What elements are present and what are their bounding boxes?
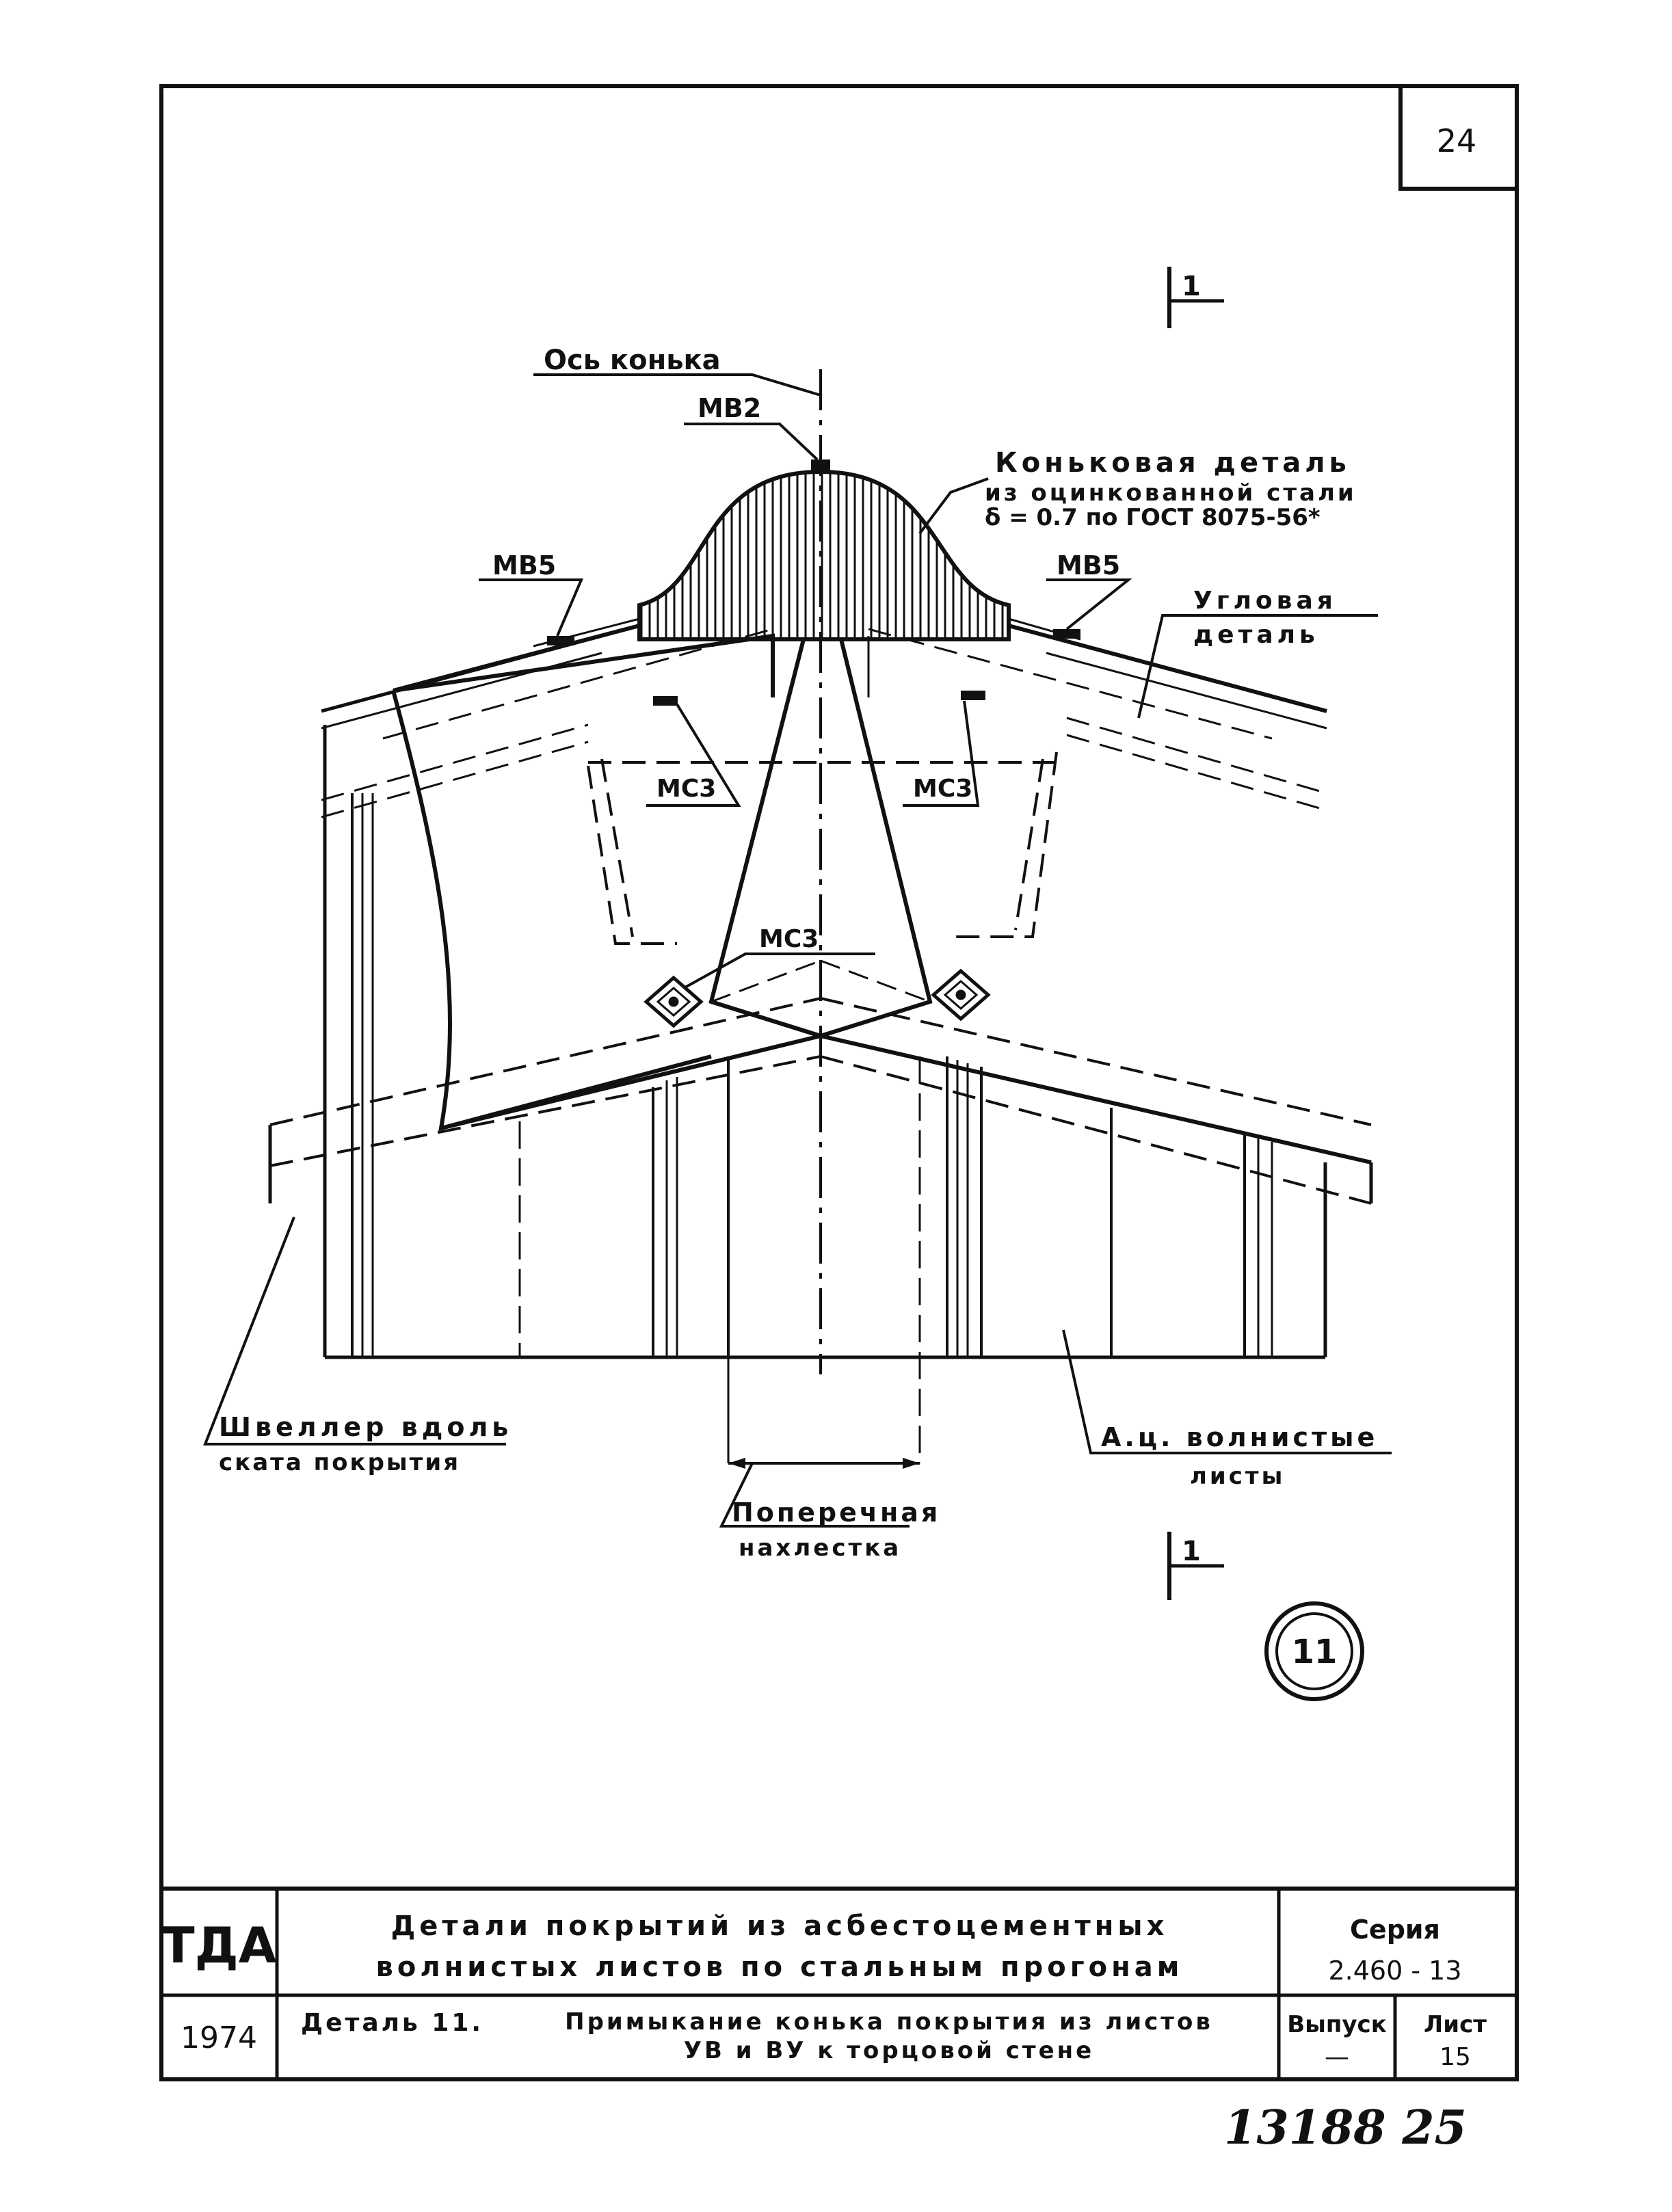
ridge-piece-line3: δ = 0.7 по ГОСТ 8075-56* xyxy=(985,504,1321,531)
callout-ms3-left: МС3 xyxy=(646,703,741,807)
detail-number: 11 xyxy=(1292,1633,1338,1671)
title-line2: волнистых листов по стальным прогонам xyxy=(376,1951,1184,1983)
hidden-brackets xyxy=(587,751,1058,945)
org-code: ТДА xyxy=(161,1917,277,1974)
sheets-line1: А.ц. волнистые xyxy=(1101,1422,1378,1452)
sheet-label: Лист xyxy=(1424,2011,1487,2038)
section-mark-bottom: 1 xyxy=(1167,1532,1224,1600)
channel-line1: Швеллер вдоль xyxy=(219,1412,512,1442)
page-number: 24 xyxy=(1437,122,1477,159)
series-label: Серия xyxy=(1350,1915,1440,1945)
roof-sheets xyxy=(382,617,1327,1132)
callout-sheets: А.ц. волнистые листы xyxy=(1062,1329,1392,1490)
section-mark-top-label: 1 xyxy=(1182,271,1201,302)
mv5-left-label: МВ5 xyxy=(492,550,556,581)
ridge-piece-line2: из оцинкованной стали xyxy=(985,479,1357,507)
section-mark-top: 1 xyxy=(1167,267,1224,328)
upper-roof-slope xyxy=(321,634,1327,818)
ridge-bolt-mv2 xyxy=(811,459,830,473)
fasteners xyxy=(547,629,1080,706)
series-value: 2.460 - 13 xyxy=(1328,1956,1461,1986)
ridge-cap xyxy=(637,459,1011,641)
handwritten-note: 13188 25 xyxy=(1224,2101,1467,2155)
ms3-right-label: МС3 xyxy=(913,775,972,803)
sheets-line2: листы xyxy=(1190,1463,1285,1490)
detail-line2: УВ и ВУ к торцовой стене xyxy=(684,2037,1094,2064)
title-block xyxy=(161,1887,1517,2079)
overlap-line2: нахлестка xyxy=(739,1534,901,1562)
section-mark-bottom-label: 1 xyxy=(1182,1536,1201,1567)
callout-channel: Швеллер вдоль ската покрытия xyxy=(203,1216,512,1476)
callout-mv5-right: МВ5 xyxy=(1046,550,1132,630)
callout-ms3-center: МС3 xyxy=(683,925,875,989)
callout-ridge-axis: Ось конька xyxy=(533,345,821,397)
detail-label: Деталь 11. xyxy=(301,2009,483,2037)
detail-number-circle: 11 xyxy=(1264,1601,1364,1701)
channel-line2: ската покрытия xyxy=(219,1449,460,1476)
callout-corner-piece: Угловая деталь xyxy=(1137,587,1378,719)
sheet-value: 15 xyxy=(1439,2043,1471,2071)
connector-left xyxy=(643,975,704,1028)
connector-right xyxy=(931,968,991,1022)
mv2-label: МВ2 xyxy=(698,393,761,423)
issue-value: — xyxy=(1325,2043,1349,2071)
detail-line1: Примыкание конька покрытия из листов xyxy=(565,2008,1213,2036)
ridge-axis-label: Ось конька xyxy=(544,345,721,376)
callout-ridge-piece: Коньковая деталь из оцинкованной стали δ… xyxy=(918,447,1357,535)
ms3-center-label: МС3 xyxy=(759,925,819,953)
ridge-piece-line1: Коньковая деталь xyxy=(995,447,1351,479)
title-line1: Детали покрытий из асбестоцементных xyxy=(391,1910,1169,1942)
sheet-frame xyxy=(159,84,1519,2081)
corner-line1: Угловая xyxy=(1193,587,1337,615)
page-number-box: 24 xyxy=(1398,86,1517,191)
issue-label: Выпуск xyxy=(1287,2011,1387,2038)
overlap-line1: Поперечная xyxy=(732,1497,940,1528)
corner-line2: деталь xyxy=(1193,621,1319,649)
year: 1974 xyxy=(181,2021,257,2055)
callout-overlap: Поперечная нахлестка xyxy=(719,1458,940,1562)
callout-mv5-left: МВ5 xyxy=(479,550,584,637)
end-wall xyxy=(323,725,1327,1463)
callout-mv2: МВ2 xyxy=(684,393,819,461)
lower-roof-slope xyxy=(268,997,1373,1205)
callout-ms3-right: МС3 xyxy=(903,700,980,807)
mv5-right-label: МВ5 xyxy=(1057,550,1120,581)
ms3-left-label: МС3 xyxy=(656,775,716,803)
